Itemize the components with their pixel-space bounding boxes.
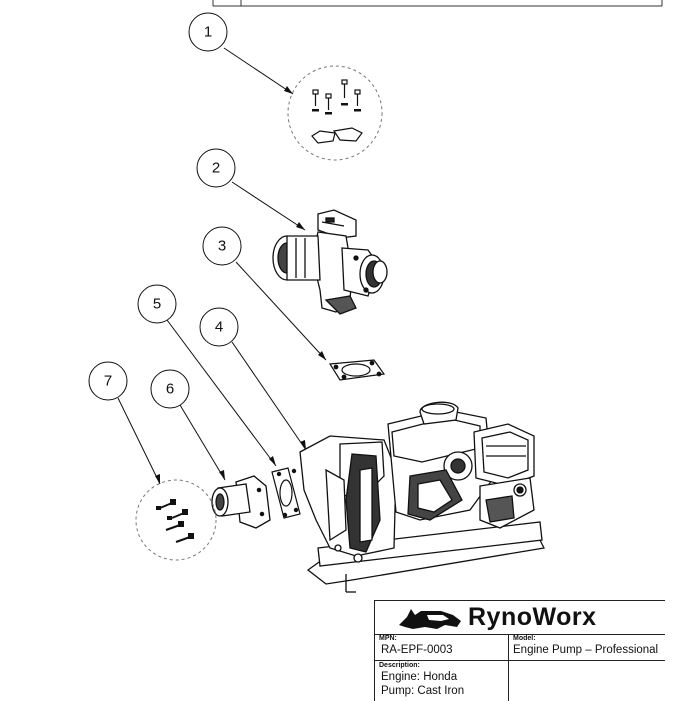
mpn-value: RA-EPF-0003: [381, 644, 453, 656]
part-1-hardware-kit: [287, 65, 383, 161]
part-7-bolt-kit: [135, 479, 217, 561]
model-cell: Model: Engine Pump – Professional: [509, 634, 665, 661]
top-table-fragment: [212, 0, 663, 7]
callout-circle-2: [196, 148, 236, 188]
part-2-discharge-assembly: [272, 209, 388, 315]
description-line-1: Engine: Honda: [381, 671, 458, 683]
callout-circle-4: [199, 307, 239, 347]
description-cell: Description: Engine: Honda Pump: Cast Ir…: [375, 661, 509, 701]
mpn-cell: MPN: RA-EPF-0003: [375, 634, 509, 661]
callout-number-3: 3: [218, 238, 226, 255]
brand-name: RynoWorx: [468, 603, 597, 631]
callout-circle-5: [137, 284, 177, 324]
part-4-engine-pump: [299, 401, 545, 593]
mpn-label: MPN:: [379, 635, 397, 642]
leader-line-2: [231, 181, 306, 231]
description-line-2: Pump: Cast Iron: [381, 685, 465, 697]
callout-circle-3: [202, 226, 242, 266]
part-5-gasket: [271, 467, 301, 519]
leader-line-1: [223, 47, 294, 95]
description-label: Description:: [379, 662, 420, 669]
callout-circle-6: [150, 369, 190, 409]
rhino-logo-icon: [399, 609, 461, 629]
leader-line-5: [166, 319, 277, 467]
callout-number-4: 4: [215, 319, 223, 336]
callout-number-5: 5: [153, 296, 161, 313]
callout-number-2: 2: [212, 160, 220, 177]
callout-number-7: 7: [104, 373, 112, 390]
model-label: Model:: [513, 635, 536, 642]
leader-line-7: [117, 397, 161, 485]
leader-line-6: [179, 404, 226, 481]
title-block: RynoWorx MPN: RA-EPF-0003 Model: Engine …: [374, 600, 665, 701]
callout-circle-7: [88, 361, 128, 401]
model-value: Engine Pump – Professional: [513, 644, 659, 656]
leader-line-4: [231, 341, 307, 451]
callout-circle-1: [188, 12, 228, 52]
callout-number-6: 6: [166, 381, 174, 398]
callout-number-1: 1: [204, 24, 212, 41]
part-3-gasket: [328, 359, 386, 381]
leader-line-3: [235, 261, 327, 361]
part-6-suction-flange: [211, 475, 271, 529]
brand-logo-row: RynoWorx: [375, 601, 665, 635]
